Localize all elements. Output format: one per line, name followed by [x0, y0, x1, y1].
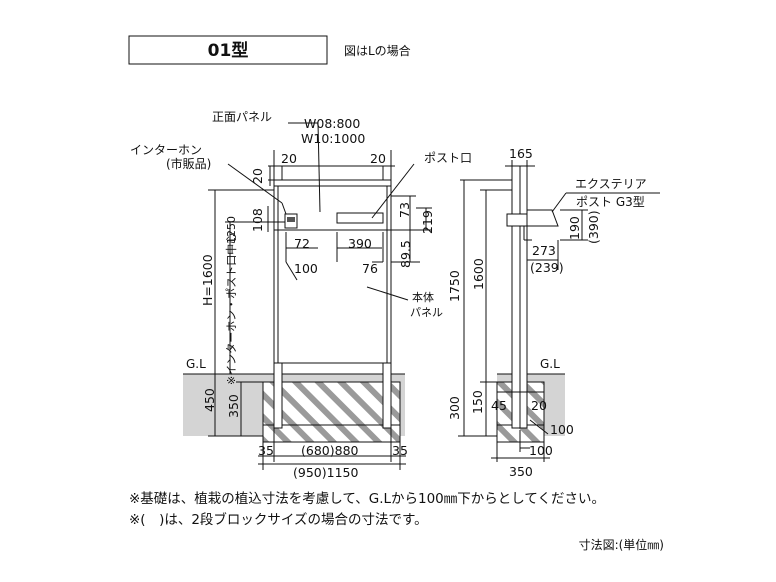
dim-950-1150: (950)1150	[293, 465, 358, 480]
dim-20b: 20	[370, 151, 386, 166]
dim-219: 219	[420, 210, 435, 234]
label-body-panel-2: パネル	[410, 306, 443, 319]
dim-680-880: (680)880	[301, 443, 359, 458]
dim-390p: (390)	[586, 210, 601, 244]
dim-239p: (239)	[530, 260, 564, 275]
label-panel-width: W08:800	[304, 116, 360, 131]
dim-273: 273	[532, 243, 556, 258]
label-exterior-2: ポスト G3型	[576, 195, 645, 209]
note-foundation: ※基礎は、植栽の植込寸法を考慮して、G.Lから100㎜下からとしてください。	[129, 490, 605, 507]
dim-20a: 20	[281, 151, 297, 166]
dim-108: 108	[250, 208, 265, 232]
dim-100a: 100	[294, 261, 318, 276]
label-intercom-center-val: 1250	[225, 216, 238, 244]
dim-165: 165	[509, 146, 533, 161]
page-subtitle: 図はLの場合	[344, 43, 411, 58]
dim-390: 390	[348, 236, 372, 251]
dim-300: 300	[447, 396, 462, 420]
label-gl-left: G.L	[186, 357, 206, 371]
label-intercom-note: (市販品)	[166, 156, 211, 171]
label-gl-right: G.L	[540, 357, 560, 371]
label-intercom-center: ※インターホン・ポスト口中心	[225, 233, 238, 385]
label-height: H=1600	[200, 254, 215, 306]
dim-20d: 20	[531, 398, 547, 413]
title-box	[128, 35, 328, 65]
dim-350a: 350	[226, 394, 241, 418]
dim-89-5: 89.5	[398, 240, 413, 268]
dim-35a: 35	[258, 443, 274, 458]
dim-20c: 20	[250, 168, 265, 184]
foundation-left	[262, 381, 401, 443]
dim-73: 73	[397, 202, 412, 218]
label-intercom: インターホン	[130, 143, 202, 157]
exterior-post-box	[506, 213, 528, 227]
post-slot-box	[336, 212, 384, 224]
front-panel-box	[273, 179, 392, 364]
dim-100c: 100	[529, 443, 553, 458]
dim-35b: 35	[392, 443, 408, 458]
dim-1750: 1750	[447, 270, 462, 302]
note-parentheses: ※( )は、2段ブロックサイズの場合の寸法です。	[129, 511, 428, 528]
dim-1600: 1600	[471, 258, 486, 290]
dim-450: 450	[202, 388, 217, 412]
page-title: 01型	[208, 40, 249, 61]
label-post-slot: ポスト口	[424, 151, 472, 165]
dim-72: 72	[294, 236, 310, 251]
dim-45: 45	[491, 398, 507, 413]
label-body-panel-1: 本体	[412, 290, 434, 304]
label-front-panel: 正面パネル	[212, 110, 272, 124]
dim-100b: 100	[550, 422, 574, 437]
dim-150: 150	[470, 390, 485, 414]
dim-76: 76	[362, 261, 378, 276]
note-unit: 寸法図:(単位㎜)	[579, 537, 664, 552]
dim-190: 190	[567, 216, 582, 240]
dim-350b: 350	[509, 464, 533, 479]
label-exterior-1: エクステリア	[575, 177, 647, 191]
label-panel-width2: W10:1000	[301, 131, 365, 146]
